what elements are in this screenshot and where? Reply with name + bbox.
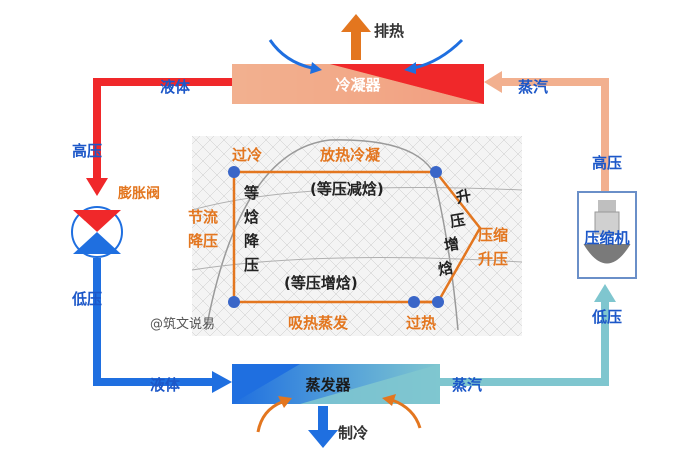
label-throttle-1: 节流: [188, 208, 218, 226]
label-top-liquid: 液体: [160, 78, 191, 96]
cool-out-arrow-icon: [308, 430, 338, 448]
label-isenthalpic-1: 等: [244, 184, 259, 202]
label-compress-rise-2: 压: [449, 211, 467, 231]
pipe-low-vapor: [440, 300, 609, 386]
condenser-shade: [232, 64, 484, 104]
curve-arrow-heat-right-head: [382, 394, 396, 406]
label-bottom-vapor: 蒸汽: [452, 376, 482, 394]
label-throttle-2: 降压: [188, 232, 218, 250]
label-isenthalpic-3: 降: [244, 232, 260, 250]
curve-arrow-right-icon: [413, 38, 464, 70]
curve-arrow-heat-right-icon: [391, 398, 422, 429]
state-node: [228, 296, 240, 308]
cycle-outline: [232, 170, 482, 304]
isotherm-line: [191, 257, 523, 271]
pipe-high-vapor: [500, 78, 609, 192]
label-compress-rise-1: 升: [455, 187, 473, 207]
label-compress-1: 压缩: [478, 226, 508, 244]
evaporator-shade: [232, 364, 300, 404]
arrow-down-icon: [86, 178, 108, 196]
saturation-dome: [205, 139, 459, 331]
arrow-left-icon: [484, 71, 502, 93]
label-right-low-pressure: 低压: [591, 308, 622, 326]
heat-out-arrow-icon: [341, 14, 371, 32]
label-compressor: 压缩机: [584, 229, 629, 247]
cool-out-label: 制冷: [338, 424, 368, 442]
label-left-low-pressure: 低压: [71, 290, 102, 308]
label-top-vapor: 蒸汽: [518, 78, 548, 96]
compressor-icon: [577, 191, 637, 279]
state-node: [408, 296, 420, 308]
label-superheat: 过热: [406, 314, 436, 332]
heat-out-label: 排热: [374, 22, 404, 40]
ph-chart: 过冷 放热冷凝 (等压减焓) 节流 降压 等 焓 降 压 升 压 增 焓 压缩 …: [150, 136, 523, 336]
arrow-up-icon: [594, 284, 616, 302]
cool-out-shaft: [318, 406, 328, 432]
heat-out-shaft: [351, 30, 361, 60]
label-isobaric-down: (等压减焓): [310, 180, 384, 198]
curve-arrow-heat-left-head: [278, 396, 292, 408]
isotherm-line: [191, 187, 523, 211]
curve-arrow-left-head: [310, 62, 322, 74]
label-left-high-pressure: 高压: [72, 142, 102, 160]
label-release-condense: 放热冷凝: [319, 146, 381, 164]
curve-arrow-left-icon: [268, 39, 313, 70]
label-isobaric-up: (等压增焓): [284, 274, 358, 292]
state-node: [228, 166, 240, 178]
label-expansion-valve: 膨胀阀: [118, 185, 160, 202]
condenser-label: 冷凝器: [335, 76, 381, 94]
label-isenthalpic-4: 压: [244, 256, 259, 274]
label-absorb-evaporate: 吸热蒸发: [288, 314, 349, 332]
label-subcool: 过冷: [232, 146, 262, 164]
label-compress-rise-3: 增: [443, 235, 461, 255]
curve-arrow-heat-left-icon: [256, 400, 283, 433]
pipe-low-liquid: [93, 258, 214, 386]
watermark: @筑文说易: [150, 316, 215, 332]
label-compress-2: 升压: [478, 250, 508, 268]
expansion-valve-icon: [71, 206, 123, 258]
state-node: [430, 166, 442, 178]
arrow-right-icon: [212, 371, 232, 393]
label-bottom-liquid: 液体: [150, 376, 181, 394]
pipe-high-liquid: [93, 78, 232, 180]
label-right-high-pressure: 高压: [592, 154, 622, 172]
evaporator-light: [300, 364, 440, 404]
evaporator-label: 蒸发器: [305, 376, 351, 394]
condenser-hot: [330, 64, 484, 104]
label-compress-rise-4: 焓: [437, 259, 455, 279]
curve-arrow-right-head: [404, 62, 416, 74]
label-isenthalpic-2: 焓: [244, 208, 259, 226]
state-node: [432, 296, 444, 308]
